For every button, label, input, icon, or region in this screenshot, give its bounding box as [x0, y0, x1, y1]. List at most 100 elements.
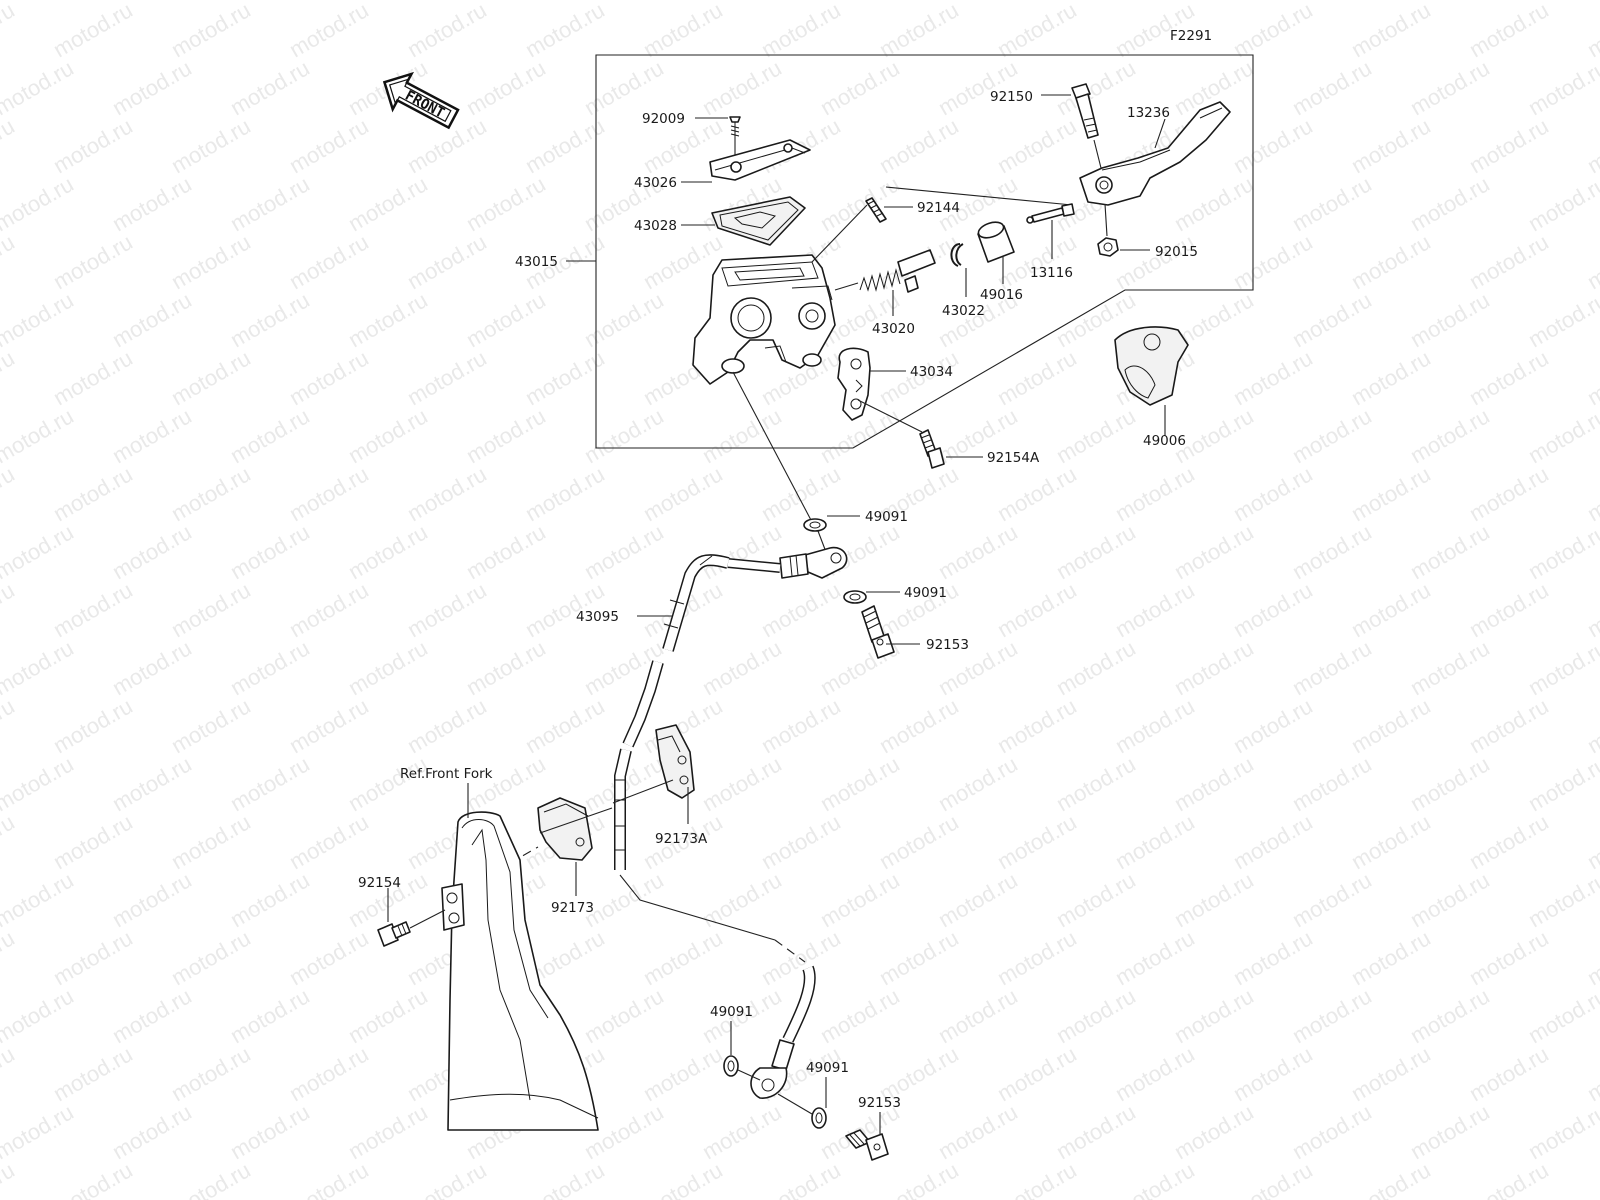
watermark-text: motod.ru	[1465, 577, 1553, 642]
watermark-text: motod.ru	[1347, 1041, 1435, 1106]
watermark-text: motod.ru	[108, 1099, 196, 1164]
watermark-text: motod.ru	[0, 229, 19, 294]
watermark-text: motod.ru	[1465, 461, 1553, 526]
callout-49091-d: 49091	[806, 1060, 849, 1076]
watermark-text: motod.ru	[1347, 113, 1435, 178]
clutch-hose-lower	[750, 965, 816, 1099]
watermark-text: motod.ru	[1111, 925, 1199, 990]
watermark-text: motod.ru	[1229, 1157, 1317, 1200]
watermark-text: motod.ru	[403, 1157, 491, 1200]
watermark-text: motod.ru	[1229, 113, 1317, 178]
watermark-text: motod.ru	[49, 461, 137, 526]
watermark-text: motod.ru	[1229, 1041, 1317, 1106]
lever-cover-49006	[1114, 326, 1189, 406]
watermark-text: motod.ru	[875, 925, 963, 990]
watermark-text: motod.ru	[1288, 519, 1376, 584]
callout-43022: 43022	[942, 303, 985, 319]
watermark-text: motod.ru	[1583, 229, 1600, 294]
watermark-text: motod.ru	[0, 693, 19, 758]
watermark-text: motod.ru	[403, 693, 491, 758]
watermark-text: motod.ru	[167, 577, 255, 642]
watermark-text: motod.ru	[285, 925, 373, 990]
watermark-text: motod.ru	[1406, 983, 1494, 1048]
clamp-92173	[537, 797, 593, 861]
watermark-text: motod.ru	[1288, 983, 1376, 1048]
callout-92144: 92144	[917, 200, 960, 216]
watermark-text: motod.ru	[0, 0, 19, 62]
callout-13116: 13116	[1030, 265, 1073, 281]
watermark-text: motod.ru	[698, 751, 786, 816]
callout-43095: 43095	[576, 609, 619, 625]
watermark-text: motod.ru	[1524, 1099, 1600, 1164]
watermark-text: motod.ru	[1347, 577, 1435, 642]
watermark-text: motod.ru	[1524, 751, 1600, 816]
watermark-text: motod.ru	[757, 0, 845, 62]
callout-92173A: 92173A	[655, 831, 708, 847]
watermark-text: motod.ru	[1170, 751, 1258, 816]
push-rod-13116	[1026, 203, 1075, 224]
banjo-bolt-92153-b	[845, 1129, 889, 1161]
watermark-text: motod.ru	[993, 809, 1081, 874]
watermark-text: motod.ru	[108, 287, 196, 352]
watermark-text: motod.ru	[0, 171, 78, 236]
washer-49091-a	[803, 518, 827, 532]
watermark-text: motod.ru	[521, 1157, 609, 1200]
watermark-text: motod.ru	[0, 983, 78, 1048]
watermark-text: motod.ru	[49, 577, 137, 642]
watermark-text: motod.ru	[226, 55, 314, 120]
watermark-text: motod.ru	[0, 1099, 78, 1164]
watermark-text: motod.ru	[1229, 345, 1317, 410]
watermark-text: motod.ru	[462, 751, 550, 816]
watermark-text: motod.ru	[462, 287, 550, 352]
callout-43026: 43026	[634, 175, 677, 191]
watermark-text: motod.ru	[1524, 55, 1600, 120]
watermark-text: motod.ru	[49, 693, 137, 758]
watermark-text: motod.ru	[993, 113, 1081, 178]
clamp-holder-43034	[837, 347, 871, 421]
watermark-text: motod.ru	[1583, 0, 1600, 62]
watermark-text: motod.ru	[1583, 577, 1600, 642]
watermark-text: motod.ru	[934, 1099, 1022, 1164]
watermark-text: motod.ru	[1524, 635, 1600, 700]
watermark-text: motod.ru	[49, 1041, 137, 1106]
watermark-text: motod.ru	[167, 1041, 255, 1106]
watermark-text: motod.ru	[49, 1157, 137, 1200]
watermark-text: motod.ru	[875, 809, 963, 874]
watermark-text: motod.ru	[344, 403, 432, 468]
watermark-text: motod.ru	[344, 635, 432, 700]
watermark-text: motod.ru	[1465, 1041, 1553, 1106]
watermark-text: motod.ru	[462, 519, 550, 584]
callout-43015: 43015	[515, 254, 558, 270]
watermark-text: motod.ru	[108, 635, 196, 700]
circlip-43022	[950, 243, 964, 267]
watermark-text: motod.ru	[580, 983, 668, 1048]
watermark-text: motod.ru	[0, 345, 19, 410]
clutch-lever-13236	[1079, 101, 1231, 206]
watermark-text: motod.ru	[49, 345, 137, 410]
watermark-text: motod.ru	[993, 577, 1081, 642]
watermark-text: motod.ru	[462, 635, 550, 700]
watermark-text: motod.ru	[1347, 1157, 1435, 1200]
watermark-text: motod.ru	[816, 867, 904, 932]
watermark-text: motod.ru	[1111, 461, 1199, 526]
clamp-bolt-92154A	[919, 429, 945, 469]
watermark-text: motod.ru	[1288, 635, 1376, 700]
watermark-text: motod.ru	[993, 0, 1081, 62]
watermark-text: motod.ru	[1288, 287, 1376, 352]
watermark-text: motod.ru	[1465, 693, 1553, 758]
watermark-text: motod.ru	[757, 461, 845, 526]
watermark-text: motod.ru	[934, 867, 1022, 932]
watermark-text: motod.ru	[226, 751, 314, 816]
watermark-text: motod.ru	[1465, 1157, 1553, 1200]
callout-92150: 92150	[990, 89, 1033, 105]
watermark-text: motod.ru	[816, 55, 904, 120]
figure-code: F2291	[1170, 28, 1212, 44]
pin-92144	[865, 197, 887, 223]
watermark-text: motod.ru	[1583, 113, 1600, 178]
clutch-hose-43095	[614, 546, 848, 870]
banjo-bolt-92153-a	[861, 605, 895, 659]
watermark-text: motod.ru	[1583, 693, 1600, 758]
watermark-text: motod.ru	[580, 519, 668, 584]
watermark-text: motod.ru	[698, 403, 786, 468]
